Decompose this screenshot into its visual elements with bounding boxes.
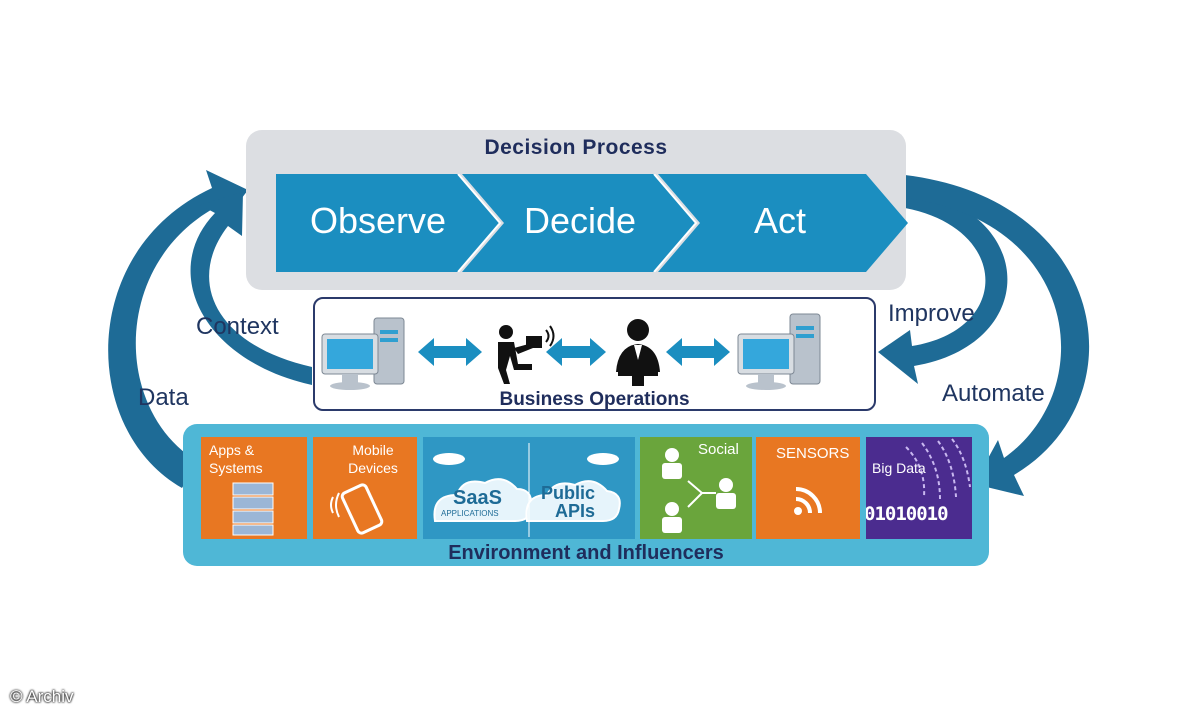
sensors-label: SENSORS [776,445,850,462]
improve-label: Improve [888,300,975,327]
public-label: Public [541,483,596,503]
environment-title: Environment and Influencers [448,542,724,564]
apis-label: APIs [555,501,596,521]
double-arrow-1 [418,338,482,366]
stage-act: Act [753,200,806,241]
computer-icon-left [321,317,405,390]
computer-icon-right [737,313,821,390]
automate-arrow [905,175,1090,496]
big-data-binary: 01010010 [866,503,949,525]
data-label: Data [138,384,189,411]
context-arrow [190,192,312,385]
wifi-signal-icon [794,487,822,515]
big-data-streams [905,438,971,500]
business-person-icon [616,319,660,386]
mobile-phone-icon [330,483,384,535]
context-label: Context [196,313,279,340]
tile-mobile-devices: Mobile Devices [313,437,417,539]
apps-systems-label: Apps & Systems [209,442,263,476]
automate-label: Automate [942,380,1045,407]
saas-label: SaaS [453,487,502,509]
tile-sensors: SENSORS [756,437,860,539]
copyright-credit: © Archiv [10,687,74,706]
social-label: Social [698,441,739,458]
person-laptop-icon [498,325,555,384]
tile-social: Social [640,437,752,539]
server-icon [232,482,274,536]
stage-observe: Observe [309,200,447,241]
decision-process-title: Decision Process [484,136,668,159]
data-arrow [108,170,248,488]
big-data-label: Big Data [872,460,926,476]
double-arrow-2 [546,338,606,366]
cloud-icons [433,443,621,537]
business-operations-title: Business Operations [499,389,690,410]
mobile-devices-label: Mobile Devices [348,442,398,476]
social-people-icon [662,448,736,533]
improve-arrow [878,188,1008,384]
act-chevron [658,174,908,272]
tile-saas-public-apis: SaaS APPLICATIONS Public APIs [423,437,635,539]
saas-applications-label: APPLICATIONS [441,509,499,518]
tile-apps-systems: Apps & Systems [201,437,307,539]
decision-stages-chevrons [276,174,908,272]
decide-chevron [462,174,696,272]
stage-decide: Decide [523,200,637,241]
observe-chevron [276,174,500,272]
double-arrow-3 [666,338,730,366]
business-operations-icons [321,313,821,390]
tile-big-data: Big Data 01010010 [866,437,972,539]
